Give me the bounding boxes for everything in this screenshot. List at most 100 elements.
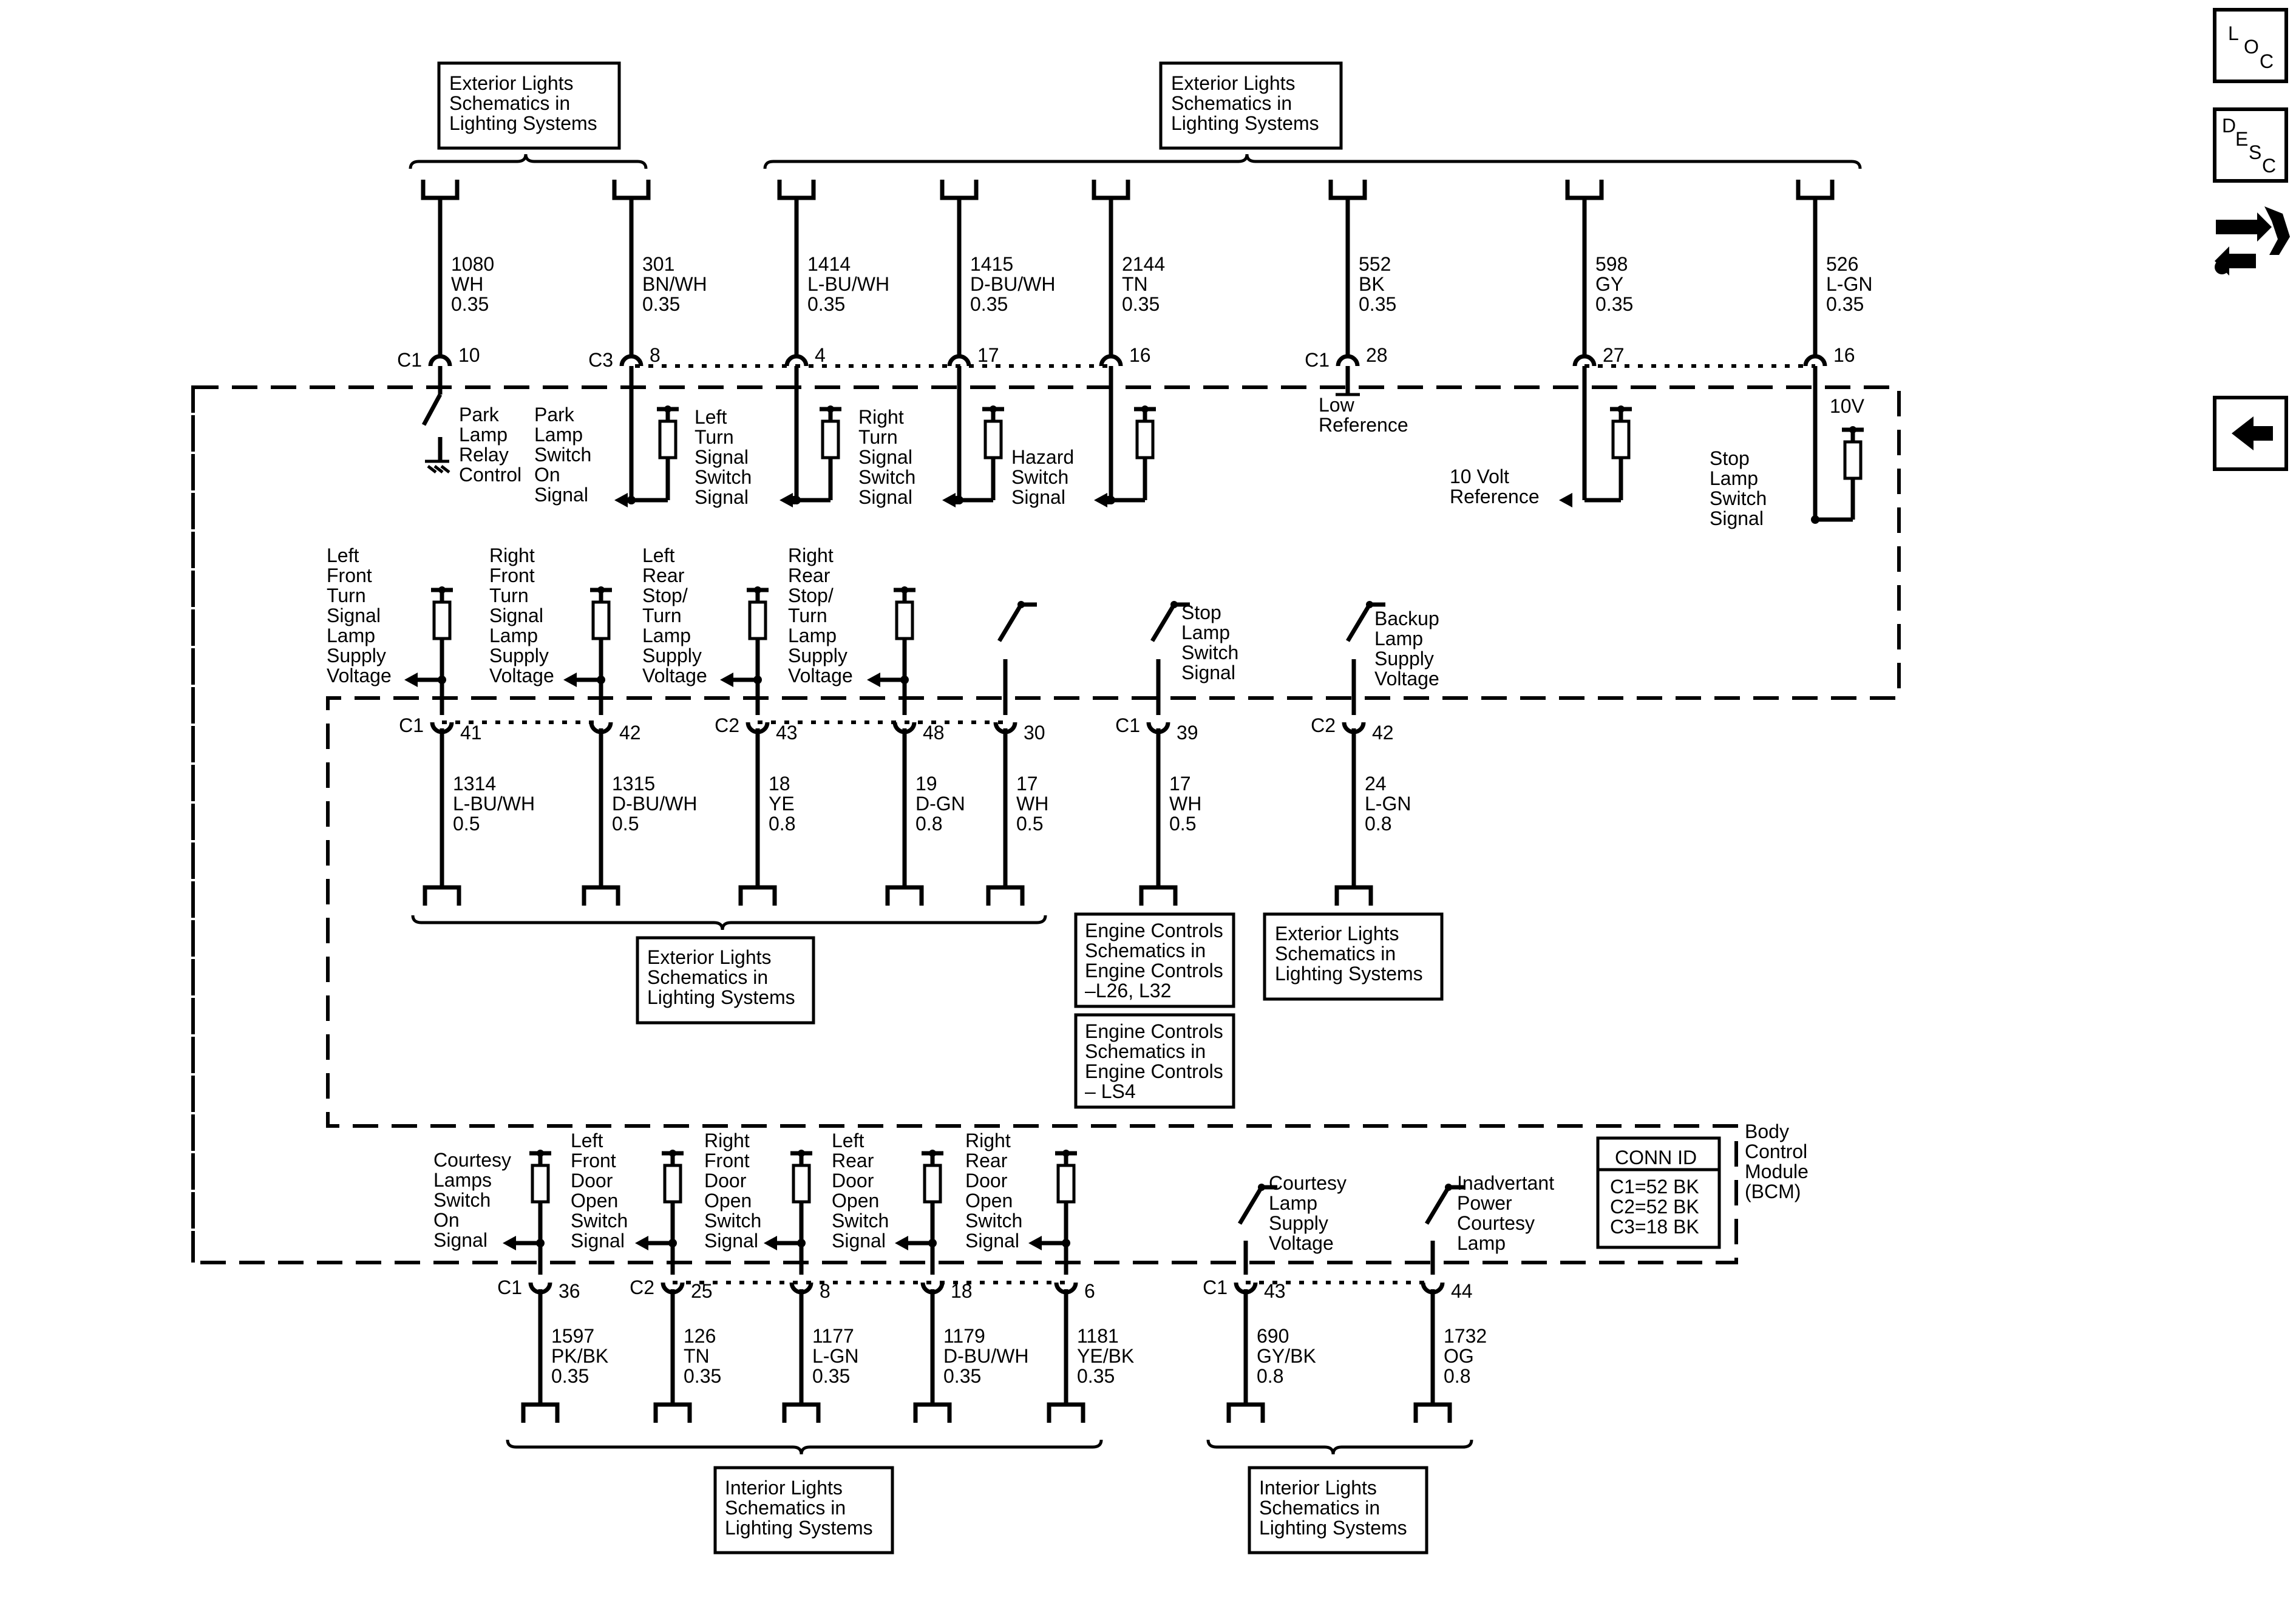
resistor (748, 600, 767, 640)
engine-controls-l26-l32-box[interactable]: Engine Controls Schematics in Engine Con… (1074, 912, 1235, 1008)
engine-controls-ls4-box[interactable]: Engine Controls Schematics in Engine Con… (1074, 1013, 1235, 1109)
svg-text:Exterior Lights: Exterior Lights (647, 946, 772, 968)
wire-gauge: 0.8 (915, 813, 942, 835)
wire-gauge: 0.35 (812, 1365, 850, 1387)
svg-text:Control: Control (1745, 1141, 1807, 1162)
svg-text:Engine Controls: Engine Controls (1085, 1060, 1223, 1082)
mid-signal-label-1: Lamp (489, 625, 538, 646)
connector-pin (947, 354, 971, 367)
signal-arrow (764, 1236, 777, 1250)
connector-pin (784, 354, 809, 367)
circuit-number: 1732 (1444, 1325, 1487, 1347)
resistor (591, 600, 611, 640)
connector-pin (1099, 354, 1123, 367)
junction-dot (438, 676, 446, 684)
pin-number: 18 (951, 1280, 973, 1302)
wire-terminal (986, 885, 1025, 906)
svg-text:C: C (2260, 50, 2274, 72)
wire-color: OG (1444, 1345, 1474, 1367)
svg-text:Schematics in: Schematics in (1085, 1040, 1206, 1062)
circuit-number: 598 (1595, 253, 1628, 275)
circuit-number: 1315 (612, 773, 655, 795)
pin-number: 42 (1372, 722, 1394, 744)
bot-signal-label-4: Switch (965, 1210, 1022, 1232)
right-turn-signal-switch-label: Turn (858, 426, 898, 448)
switch-contact (997, 603, 1024, 642)
wire-gauge: 0.35 (684, 1365, 721, 1387)
wire-gauge: 0.35 (1122, 293, 1160, 315)
svg-text:C3=18 BK: C3=18 BK (1610, 1216, 1699, 1238)
junction-dot (668, 1239, 677, 1247)
bot-signal-label-3: Switch (832, 1210, 889, 1232)
mid-signal-label-1: Turn (489, 585, 529, 606)
pin-number: 10 (458, 344, 480, 366)
pin-number: 43 (1264, 1280, 1286, 1302)
mid-signal-label-0: Lamp (327, 625, 375, 646)
circuit-number: 17 (1016, 773, 1038, 795)
wire-terminal (782, 1402, 821, 1423)
wire-terminal (885, 885, 924, 906)
wire-color: YE (769, 793, 795, 815)
svg-text:–L26, L32: –L26, L32 (1085, 980, 1171, 1002)
wire-terminal (777, 180, 816, 200)
back-arrow-button[interactable] (2213, 396, 2288, 471)
bottom-right-interior-lights-box[interactable]: Interior Lights Schematics in Lighting S… (1248, 1466, 1428, 1554)
right-turn-signal-switch-label: Switch (858, 466, 915, 488)
wire-terminal (423, 885, 461, 906)
connector-wrench-icon[interactable] (2215, 206, 2290, 276)
connector-id: C1 (1305, 349, 1330, 371)
circuit-number: 552 (1359, 253, 1391, 275)
svg-text:Schematics in: Schematics in (725, 1497, 846, 1519)
mid-signal-label-2: Lamp (642, 625, 691, 646)
park-lamp-relay-control-label: Lamp (459, 424, 508, 446)
mid-signal-label-1: Front (489, 564, 535, 586)
top-left-exterior-lights-box[interactable]: Exterior Lights Schematics in Lighting S… (437, 61, 621, 150)
mid-signal-label-0: Voltage (327, 665, 392, 686)
bcm-label: Body Control Module (BCM) (1745, 1120, 1809, 1202)
mid-exterior-lights-box[interactable]: Exterior Lights Schematics in Lighting S… (636, 936, 815, 1025)
top-right-exterior-lights-box[interactable]: Exterior Lights Schematics in Lighting S… (1159, 61, 1343, 150)
wire-color: D-GN (915, 793, 965, 815)
mid-exterior-lights-box-2[interactable]: Exterior Lights Schematics in Lighting S… (1263, 912, 1444, 1001)
mid-signal-label-1: Supply (489, 645, 549, 666)
connector-id: C3 (588, 349, 613, 371)
bot-signal-label-5: Supply (1269, 1212, 1328, 1234)
junction-dot (753, 676, 762, 684)
wire-color: L-GN (1826, 273, 1872, 295)
svg-text:(BCM): (BCM) (1745, 1181, 1801, 1202)
conn-id-table: CONN ID C1=52 BK C2=52 BK C3=18 BK (1596, 1136, 1721, 1249)
bot-signal-label-5: Lamp (1269, 1192, 1317, 1214)
wire-color: WH (1016, 793, 1048, 815)
bcm-outline (191, 385, 1901, 1264)
signal-arrow (635, 1236, 648, 1250)
resistor (1135, 419, 1155, 459)
left-turn-signal-switch-label: Switch (695, 466, 752, 488)
bottom-left-interior-lights-box[interactable]: Interior Lights Schematics in Lighting S… (713, 1466, 894, 1554)
connector-id: C2 (1311, 714, 1336, 736)
circuit-number: 19 (915, 773, 937, 795)
svg-text:C1=52 BK: C1=52 BK (1610, 1176, 1699, 1198)
signal-arrow (614, 493, 628, 507)
svg-text:C2=52 BK: C2=52 BK (1610, 1196, 1699, 1218)
hazard-switch-label: Signal (1011, 486, 1065, 508)
connector-id: C1 (397, 349, 422, 371)
connector-pin (1803, 354, 1827, 367)
wire-terminal (1334, 885, 1373, 906)
low-reference-ground (1336, 373, 1360, 396)
bot-signal-label-1: Signal (571, 1230, 625, 1252)
desc-button[interactable]: D E S C (2213, 107, 2288, 183)
svg-text:Exterior Lights: Exterior Lights (449, 72, 574, 94)
pin-number: 36 (559, 1280, 580, 1302)
resistor (1843, 440, 1863, 480)
pin-number: 42 (619, 722, 641, 744)
bot-signal-label-0: Signal (433, 1229, 487, 1251)
mid-signal-label-1: Voltage (489, 665, 554, 686)
loc-button[interactable]: L O C (2213, 8, 2288, 83)
